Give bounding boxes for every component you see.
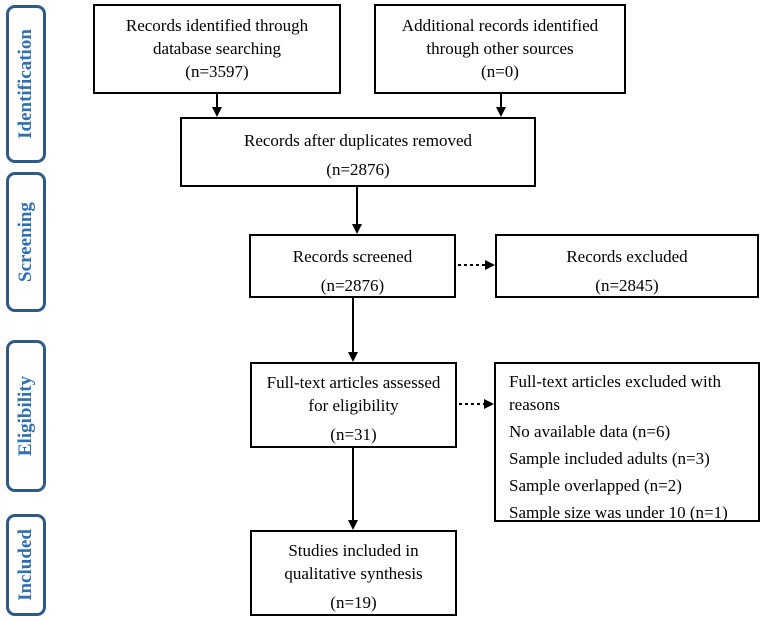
duplicates-removed-box: Records after duplicates removed (n=2876…: [180, 117, 536, 187]
other-sources-line1: Additional records identified: [401, 16, 599, 35]
records-screened-line1: Records screened: [292, 247, 413, 266]
studies-included-count: (n=19): [330, 593, 377, 612]
stage-included: Included: [6, 514, 46, 616]
records-excluded-box: Records excluded (n=2845): [495, 234, 759, 298]
full-text-assessed-line2: for eligibility: [308, 396, 399, 415]
exclusion-reason-item: Sample overlapped (n=2): [509, 476, 682, 495]
other-sources-box: Additional records identified through ot…: [374, 4, 626, 94]
full-text-excluded-title1: Full-text articles excluded with: [509, 372, 721, 391]
records-excluded-count: (n=2845): [595, 276, 659, 295]
duplicates-removed-count: (n=2876): [326, 160, 390, 179]
database-records-count: (n=3597): [185, 62, 249, 81]
studies-included-line1: Studies included in: [288, 541, 419, 560]
full-text-excluded-box: Full-text articles excluded with reasons…: [494, 362, 760, 522]
full-text-assessed-line1: Full-text articles assessed: [266, 373, 441, 392]
exclusion-reason-item: Sample included adults (n=3): [509, 449, 710, 468]
database-records-line1: Records identified through: [125, 16, 309, 35]
full-text-excluded-title2: reasons: [509, 395, 560, 414]
records-screened-box: Records screened (n=2876): [249, 234, 456, 298]
full-text-assessed-box: Full-text articles assessed for eligibil…: [250, 362, 457, 448]
stage-eligibility: Eligibility: [6, 340, 46, 492]
exclusion-reason-item: No available data (n=6): [509, 422, 671, 441]
duplicates-removed-line1: Records after duplicates removed: [244, 131, 472, 150]
stage-identification: Identification: [6, 5, 46, 163]
studies-included-line2: qualitative synthesis: [284, 564, 423, 583]
exclusion-reason-item: Sample size was under 10 (n=1): [509, 503, 728, 522]
database-records-line2: database searching: [153, 39, 281, 58]
other-sources-line2: through other sources: [426, 39, 574, 58]
records-excluded-line1: Records excluded: [566, 247, 688, 266]
records-screened-count: (n=2876): [320, 276, 385, 295]
other-sources-count: (n=0): [481, 62, 519, 81]
studies-included-box: Studies included in qualitative synthesi…: [250, 530, 457, 616]
full-text-assessed-count: (n=31): [330, 425, 377, 444]
stage-screening: Screening: [6, 172, 46, 312]
database-records-box: Records identified through database sear…: [93, 4, 341, 94]
